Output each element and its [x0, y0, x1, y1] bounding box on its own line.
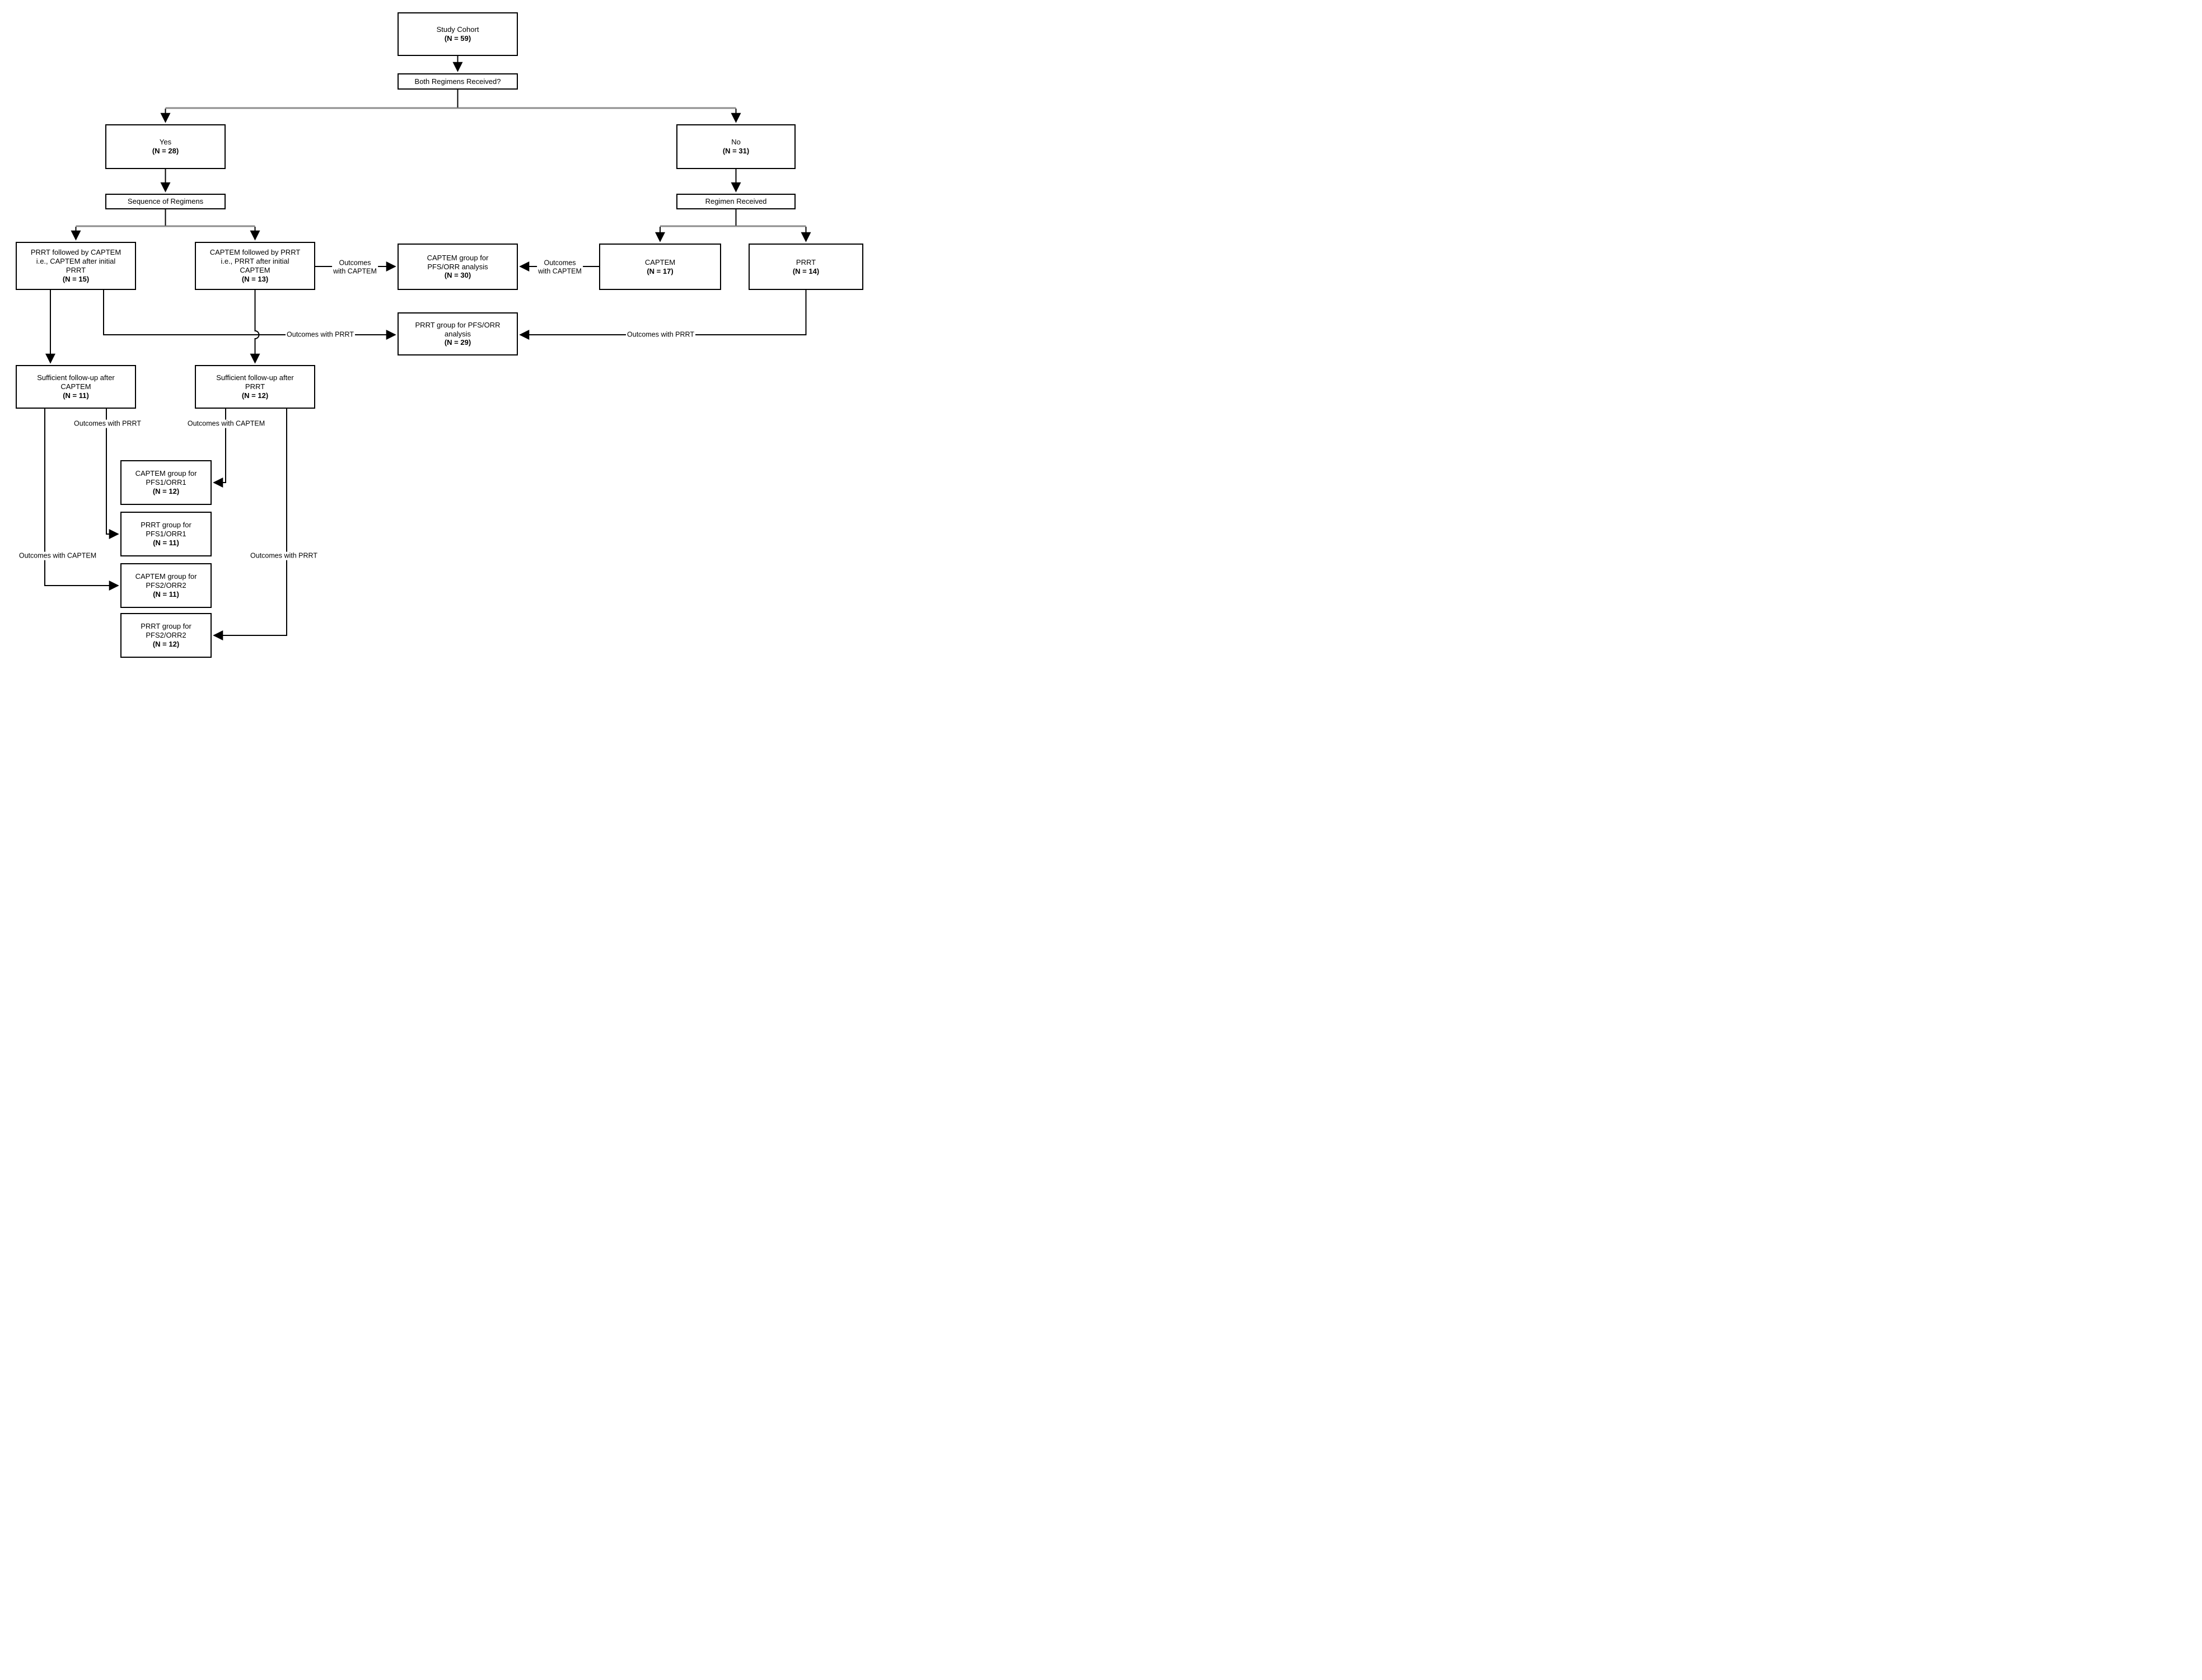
edge-label-outcomes-with-prrt-mid-left: Outcomes with PRRT: [286, 330, 355, 339]
node-count: (N = 14): [792, 266, 820, 275]
node-line: CAPTEM: [644, 258, 676, 266]
node-line: analysis: [445, 329, 471, 338]
edge-sufficientprrt-to-prrtpfs2: [213, 409, 287, 640]
node-line: CAPTEM group for: [135, 469, 197, 478]
node-captem-group-pfs2: CAPTEM group for PFS2/ORR2 (N = 11): [120, 563, 212, 608]
node-line: Regimen Received: [705, 197, 767, 206]
node-line: CAPTEM followed by PRRT: [209, 248, 301, 257]
edge-label-outcomes-with-prrt-mid-right: Outcomes with PRRT: [626, 330, 695, 339]
node-line: PFS2/ORR2: [146, 581, 186, 590]
edge-label-outcomes-with-prrt-bottom-mid: Outcomes with PRRT: [249, 551, 319, 560]
edge-captemthenprrt-to-sufficientprrt: [250, 290, 260, 364]
node-line: PFS/ORR analysis: [427, 262, 488, 271]
node-line: Study Cohort: [436, 25, 479, 34]
node-count: (N = 12): [152, 639, 180, 648]
node-captem-group-pfs1: CAPTEM group for PFS1/ORR1 (N = 12): [120, 460, 212, 505]
node-regimen-received: Regimen Received: [676, 194, 796, 209]
edge-label-outcomes-with-captem-right: Outcomes with CAPTEM: [537, 259, 583, 275]
node-prrt-only: PRRT (N = 14): [749, 244, 863, 290]
node-captem-only: CAPTEM (N = 17): [599, 244, 721, 290]
edge-prrtthencaptem-to-prrtgroup: [103, 290, 396, 340]
node-count: (N = 11): [153, 538, 179, 547]
node-line: No: [731, 138, 741, 147]
edge-label-outcomes-with-prrt-followup-left: Outcomes with PRRT: [73, 419, 142, 428]
node-line: Sequence of Regimens: [127, 197, 204, 206]
node-count: (N = 17): [647, 266, 674, 275]
node-line: PFS2/ORR2: [146, 631, 186, 640]
node-count: (N = 15): [62, 274, 90, 283]
node-prrt-group-pfs-orr: PRRT group for PFS/ORR analysis (N = 29): [398, 312, 518, 355]
node-line: CAPTEM: [240, 266, 270, 274]
node-sufficient-followup-prrt: Sufficient follow-up after PRRT (N = 12): [195, 365, 315, 409]
node-line: i.e., CAPTEM after initial: [36, 257, 116, 266]
node-count: (N = 31): [722, 147, 750, 155]
node-line: PRRT: [66, 266, 86, 274]
node-line: PRRT: [245, 382, 265, 391]
node-sequence-of-regimens: Sequence of Regimens: [105, 194, 226, 209]
node-line: Sufficient follow-up after: [37, 373, 115, 382]
node-no: No (N = 31): [676, 124, 796, 169]
node-line: PFS1/ORR1: [146, 478, 186, 487]
node-line: Both Regimens Received?: [414, 77, 501, 86]
node-line: Yes: [159, 138, 172, 147]
node-prrt-then-captem: PRRT followed by CAPTEM i.e., CAPTEM aft…: [16, 242, 136, 290]
node-count: (N = 12): [241, 391, 269, 400]
node-prrt-group-pfs2: PRRT group for PFS2/ORR2 (N = 12): [120, 613, 212, 658]
node-line: Sufficient follow-up after: [216, 373, 294, 382]
edge-label-line: Outcomes: [339, 259, 371, 267]
node-count: (N = 11): [153, 589, 179, 598]
node-line: PFS1/ORR1: [146, 530, 186, 539]
node-captem-group-pfs-orr: CAPTEM group for PFS/ORR analysis (N = 3…: [398, 244, 518, 290]
edge-label-outcomes-with-captem-left: Outcomes with CAPTEM: [332, 259, 378, 275]
node-count: (N = 12): [152, 486, 180, 495]
node-sufficient-followup-captem: Sufficient follow-up after CAPTEM (N = 1…: [16, 365, 136, 409]
node-count: (N = 11): [63, 391, 89, 400]
node-line: PRRT group for: [141, 622, 191, 631]
edge-prrtonly-to-prrtgroup: [519, 290, 807, 340]
edge-label-outcomes-with-captem-bottom-left: Outcomes with CAPTEM: [17, 551, 98, 560]
node-count: (N = 59): [444, 34, 471, 43]
node-line: PRRT followed by CAPTEM: [30, 248, 121, 257]
node-line: CAPTEM group for: [427, 253, 489, 262]
node-line: CAPTEM: [60, 382, 91, 391]
node-line: PRRT group for PFS/ORR: [415, 320, 501, 329]
edge-label-line: Outcomes: [544, 259, 576, 267]
node-line: PRRT: [796, 258, 816, 266]
flow-diagram: Study Cohort (N = 59) Both Regimens Rece…: [0, 0, 865, 660]
node-captem-then-prrt: CAPTEM followed by PRRT i.e., PRRT after…: [195, 242, 315, 290]
edge-label-line: with CAPTEM: [538, 267, 582, 275]
node-line: PRRT group for: [141, 521, 191, 530]
edge-label-line: with CAPTEM: [333, 267, 377, 275]
node-count: (N = 13): [241, 274, 269, 283]
node-line: i.e., PRRT after initial: [221, 257, 289, 266]
node-yes: Yes (N = 28): [105, 124, 226, 169]
node-count: (N = 28): [152, 147, 179, 155]
edge-label-outcomes-with-captem-followup-right: Outcomes with CAPTEM: [186, 419, 267, 428]
node-both-regimens-received: Both Regimens Received?: [398, 73, 518, 90]
node-line: CAPTEM group for: [135, 572, 197, 581]
node-count: (N = 30): [444, 271, 471, 280]
node-prrt-group-pfs1: PRRT group for PFS1/ORR1 (N = 11): [120, 512, 212, 556]
node-count: (N = 29): [444, 338, 471, 347]
node-study-cohort: Study Cohort (N = 59): [398, 12, 518, 56]
